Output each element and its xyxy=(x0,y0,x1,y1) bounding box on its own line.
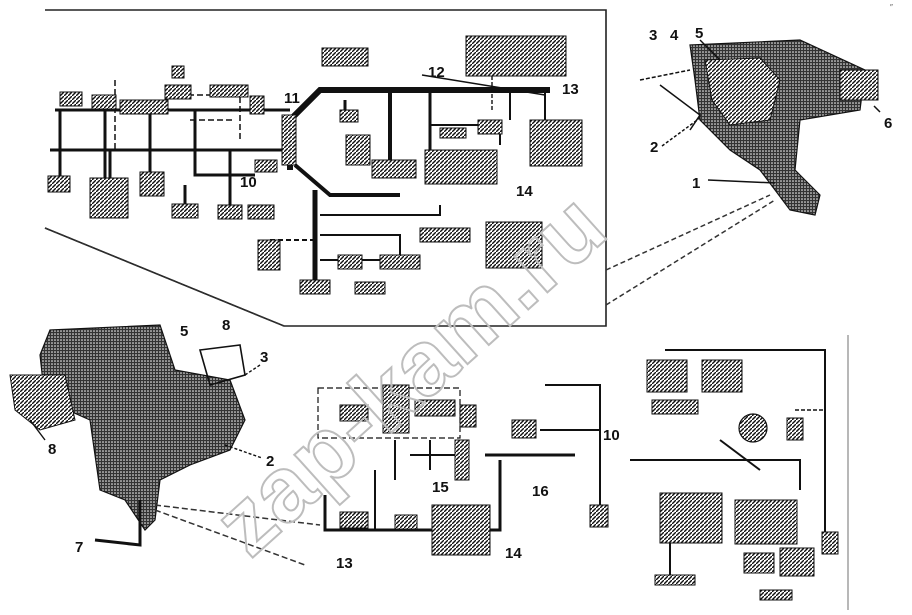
callout-10: 10 xyxy=(603,427,620,444)
connectors-left xyxy=(47,65,278,220)
inset-leader xyxy=(605,199,776,306)
detail-inset xyxy=(44,9,776,327)
leader-2 xyxy=(661,117,701,147)
callout-16: 16 xyxy=(532,483,549,500)
corner-mark: ″ xyxy=(890,3,893,12)
leader-12 xyxy=(421,74,546,96)
callout-labels: 1 2 2 3 3 4 5 5 6 7 8 8 10 10 11 12 13 1… xyxy=(48,3,893,572)
callout-14: 14 xyxy=(516,183,533,200)
callout-7: 7 xyxy=(75,539,83,556)
inset-leader xyxy=(44,227,285,327)
callout-3: 3 xyxy=(260,349,268,366)
callout-12: 12 xyxy=(428,64,445,81)
callout-5: 5 xyxy=(180,323,188,340)
connectors-center xyxy=(257,35,583,295)
cab-assembly-bottom xyxy=(9,324,321,566)
connectors-bottom-middle xyxy=(339,384,491,556)
callout-14: 14 xyxy=(505,545,522,562)
callout-8: 8 xyxy=(48,441,56,458)
gauge-icon xyxy=(738,413,768,443)
callout-10: 10 xyxy=(240,174,257,191)
callout-13: 13 xyxy=(336,555,353,572)
harness-trunk-left xyxy=(50,108,290,215)
callout-2: 2 xyxy=(650,139,658,156)
callout-2: 2 xyxy=(266,453,274,470)
cab-assembly-top xyxy=(639,39,881,216)
inset-leader xyxy=(605,194,771,271)
leader-1 xyxy=(707,179,776,184)
callout-15: 15 xyxy=(432,479,449,496)
callout-6: 6 xyxy=(884,115,892,132)
callout-11: 11 xyxy=(284,90,300,107)
callout-5: 5 xyxy=(695,25,703,42)
callout-13: 13 xyxy=(562,81,579,98)
callout-4: 4 xyxy=(670,27,679,44)
callout-8: 8 xyxy=(222,317,230,334)
callout-1: 1 xyxy=(692,175,700,192)
connectors-bottom-right xyxy=(511,359,839,601)
callout-3: 3 xyxy=(649,27,657,44)
